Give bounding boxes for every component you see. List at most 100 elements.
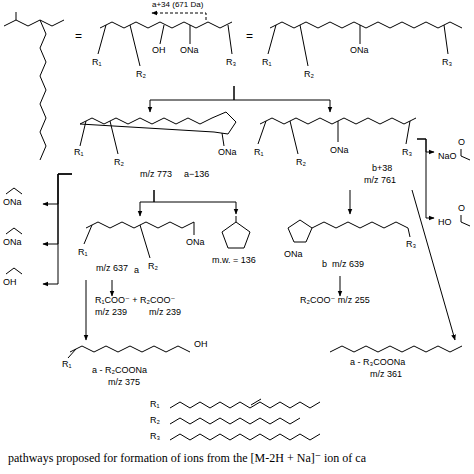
structure-label: NaO	[438, 152, 457, 162]
structure-label: R₂	[136, 70, 146, 80]
skeleton-bonds	[98, 22, 232, 66]
structure-node: R₁ R₂ ONa R₃ b+38 m/z 761	[252, 112, 417, 190]
alkyl-chain	[170, 418, 300, 424]
reaction-arrow	[234, 86, 330, 112]
structure-node: R₁ONaR₂m/z 637a	[78, 216, 208, 280]
structure-node: R₁R₂OHONaR₃	[92, 16, 242, 86]
structure-label: m.w. = 136	[212, 256, 256, 266]
structure-label: R₁	[254, 148, 264, 158]
dashed-loss-arrow	[152, 13, 206, 20]
structure-node: a - R₃COONa m/z 361	[320, 340, 470, 386]
structure-label: R₃	[226, 58, 236, 68]
reaction-arrow	[340, 276, 341, 296]
structure-label: R₂	[148, 262, 158, 272]
structure-label: R₃	[406, 240, 416, 250]
structure-node: m.w. = 136	[212, 214, 270, 274]
skeleton-bonds	[6, 22, 470, 358]
structure-label: m/z 773	[140, 170, 172, 180]
structure-label: m/z 239	[149, 308, 181, 318]
structure-label: m/z 637	[96, 264, 128, 274]
structure-label: ONa	[3, 238, 22, 248]
skeleton-bonds	[268, 22, 462, 66]
structure-label: R₁	[74, 148, 84, 158]
structure-label: ONa	[180, 46, 199, 56]
skeleton-bonds	[80, 112, 236, 154]
structure-label: R₂	[304, 70, 314, 80]
structure-node: R₁COO⁻ + R₂COO⁻ m/z 239 m/z 239	[95, 296, 205, 322]
structure-node: R₁ OH a - R₂COONa m/z 375	[62, 340, 212, 390]
structure-label: a−136	[184, 170, 209, 180]
alkyl-chain	[170, 434, 320, 440]
reaction-arrow	[154, 190, 236, 214]
structure-label: O	[458, 204, 465, 214]
structure-node: OH	[3, 276, 43, 292]
skeleton-bonds	[222, 216, 250, 248]
structure-label: a - R₂COONa	[92, 366, 147, 376]
dashed-loss-arrow	[152, 13, 206, 20]
reaction-arrow	[86, 280, 87, 340]
left-lipid-structure	[4, 12, 64, 160]
structure-node: O HO	[434, 204, 472, 232]
structure-label: HO	[438, 218, 452, 228]
left-lipid-structure	[4, 12, 64, 160]
structure-label: m/z 761	[364, 176, 396, 186]
reaction-arrow	[417, 139, 434, 218]
structure-node: ONaO	[434, 138, 472, 166]
structure-label: a	[134, 266, 139, 276]
reaction-arrow	[150, 86, 234, 112]
legend-text: R₂	[150, 415, 160, 425]
structure-label: R₁	[62, 360, 72, 370]
reaction-arrow	[350, 190, 351, 214]
equals-sign: =	[246, 30, 253, 43]
structure-label: R₁COO⁻ + R₂COO⁻	[95, 296, 175, 306]
skeleton-bonds	[288, 220, 410, 242]
structure-label: m/z 639	[332, 260, 364, 270]
figure-caption: pathways proposed for formation of ions …	[8, 452, 366, 465]
structure-label: ONa	[350, 46, 369, 56]
structure-label: R₂	[296, 158, 306, 168]
structure-label: R₂	[114, 158, 124, 168]
structure-node: ONa	[3, 236, 43, 252]
reaction-arrow	[412, 190, 455, 340]
structure-label: b+38	[372, 164, 392, 174]
legend-entry: R₁	[150, 400, 160, 410]
structure-label: R₃	[402, 148, 412, 158]
structure-node: R₂COO⁻ m/z 255	[300, 296, 390, 310]
structure-node: R₁ R₂ ONaR₃	[262, 16, 467, 86]
structure-label: m/z 361	[370, 370, 402, 380]
structure-label: R₃	[442, 58, 452, 68]
structure-node: ONa R₃ b m/z 639	[282, 214, 422, 276]
legend-text: R₁	[150, 399, 160, 409]
skeleton-bonds	[330, 346, 462, 352]
alkyl-chain	[170, 402, 320, 408]
legend-chains	[170, 399, 320, 440]
skeleton-bonds	[68, 346, 190, 358]
structure-label: O	[458, 138, 465, 148]
reaction-arrow	[140, 190, 154, 216]
reaction-arrow	[112, 280, 113, 296]
structure-label: ONa	[186, 238, 205, 248]
double-bond	[251, 399, 261, 405]
legend-text: R₃	[150, 431, 160, 441]
equals-sign: =	[75, 30, 82, 43]
legend-entry: R₂	[150, 416, 160, 426]
structure-label: m/z 375	[108, 378, 140, 388]
structure-label: R₁	[262, 58, 272, 68]
structure-label: b	[322, 260, 327, 270]
structure-label: OH	[194, 340, 208, 350]
structure-label: OH	[3, 278, 17, 288]
structure-label: a - R₃COONa	[350, 358, 405, 368]
structure-label: R₂COO⁻ m/z 255	[300, 296, 370, 306]
structure-label: R₁	[92, 58, 102, 68]
structure-label: ONa	[284, 250, 303, 260]
legend-entry: R₃	[150, 432, 160, 442]
loss-label: a+34 (671 Da)	[152, 1, 203, 10]
structure-label: ONa	[330, 146, 349, 156]
structure-node: ONa	[3, 196, 43, 212]
structure-node: R₁R₂ONam/z 773a−136	[72, 112, 239, 190]
structure-label: m/z 239	[95, 308, 127, 318]
skeleton-bonds	[461, 149, 470, 226]
